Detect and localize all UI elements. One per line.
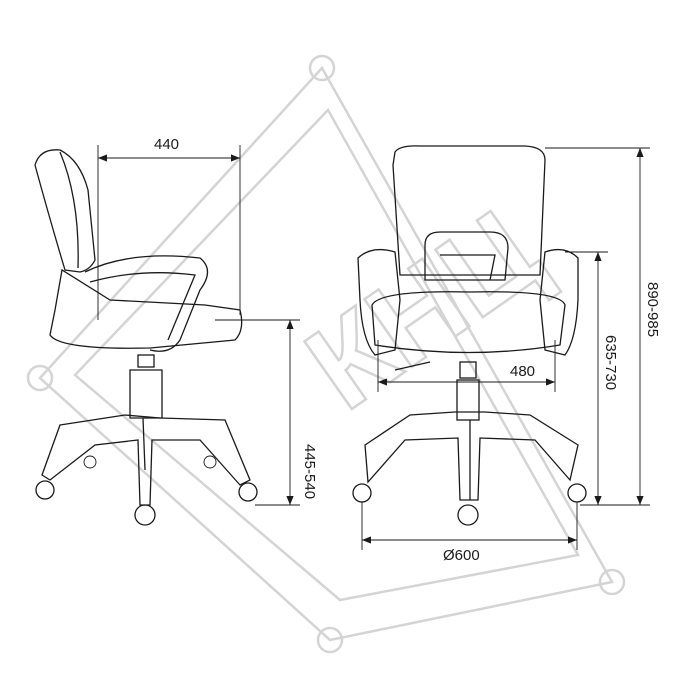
dimension-seat-depth: 440: [97, 136, 241, 320]
dimension-total-height: 890-985: [545, 147, 661, 505]
dimension-armrest-height: 635-730: [565, 251, 650, 506]
armrest-height-label: 635-730: [602, 335, 619, 390]
seat-width-label: 480: [510, 363, 535, 380]
total-height-label: 890-985: [644, 282, 661, 337]
watermark: КНЦ: [26, 54, 626, 654]
chair-front-view: [352, 145, 587, 526]
watermark-text: КНЦ: [283, 183, 563, 435]
seat-depth-label: 440: [154, 136, 179, 153]
dimension-base-diameter: Ø600: [361, 502, 578, 564]
dimension-seat-height: 445-540: [215, 319, 318, 506]
dimension-seat-width: 480: [377, 340, 556, 392]
chair-side-view: [34, 149, 258, 526]
base-diameter-label: Ø600: [443, 547, 480, 564]
seat-height-label: 445-540: [301, 444, 318, 499]
